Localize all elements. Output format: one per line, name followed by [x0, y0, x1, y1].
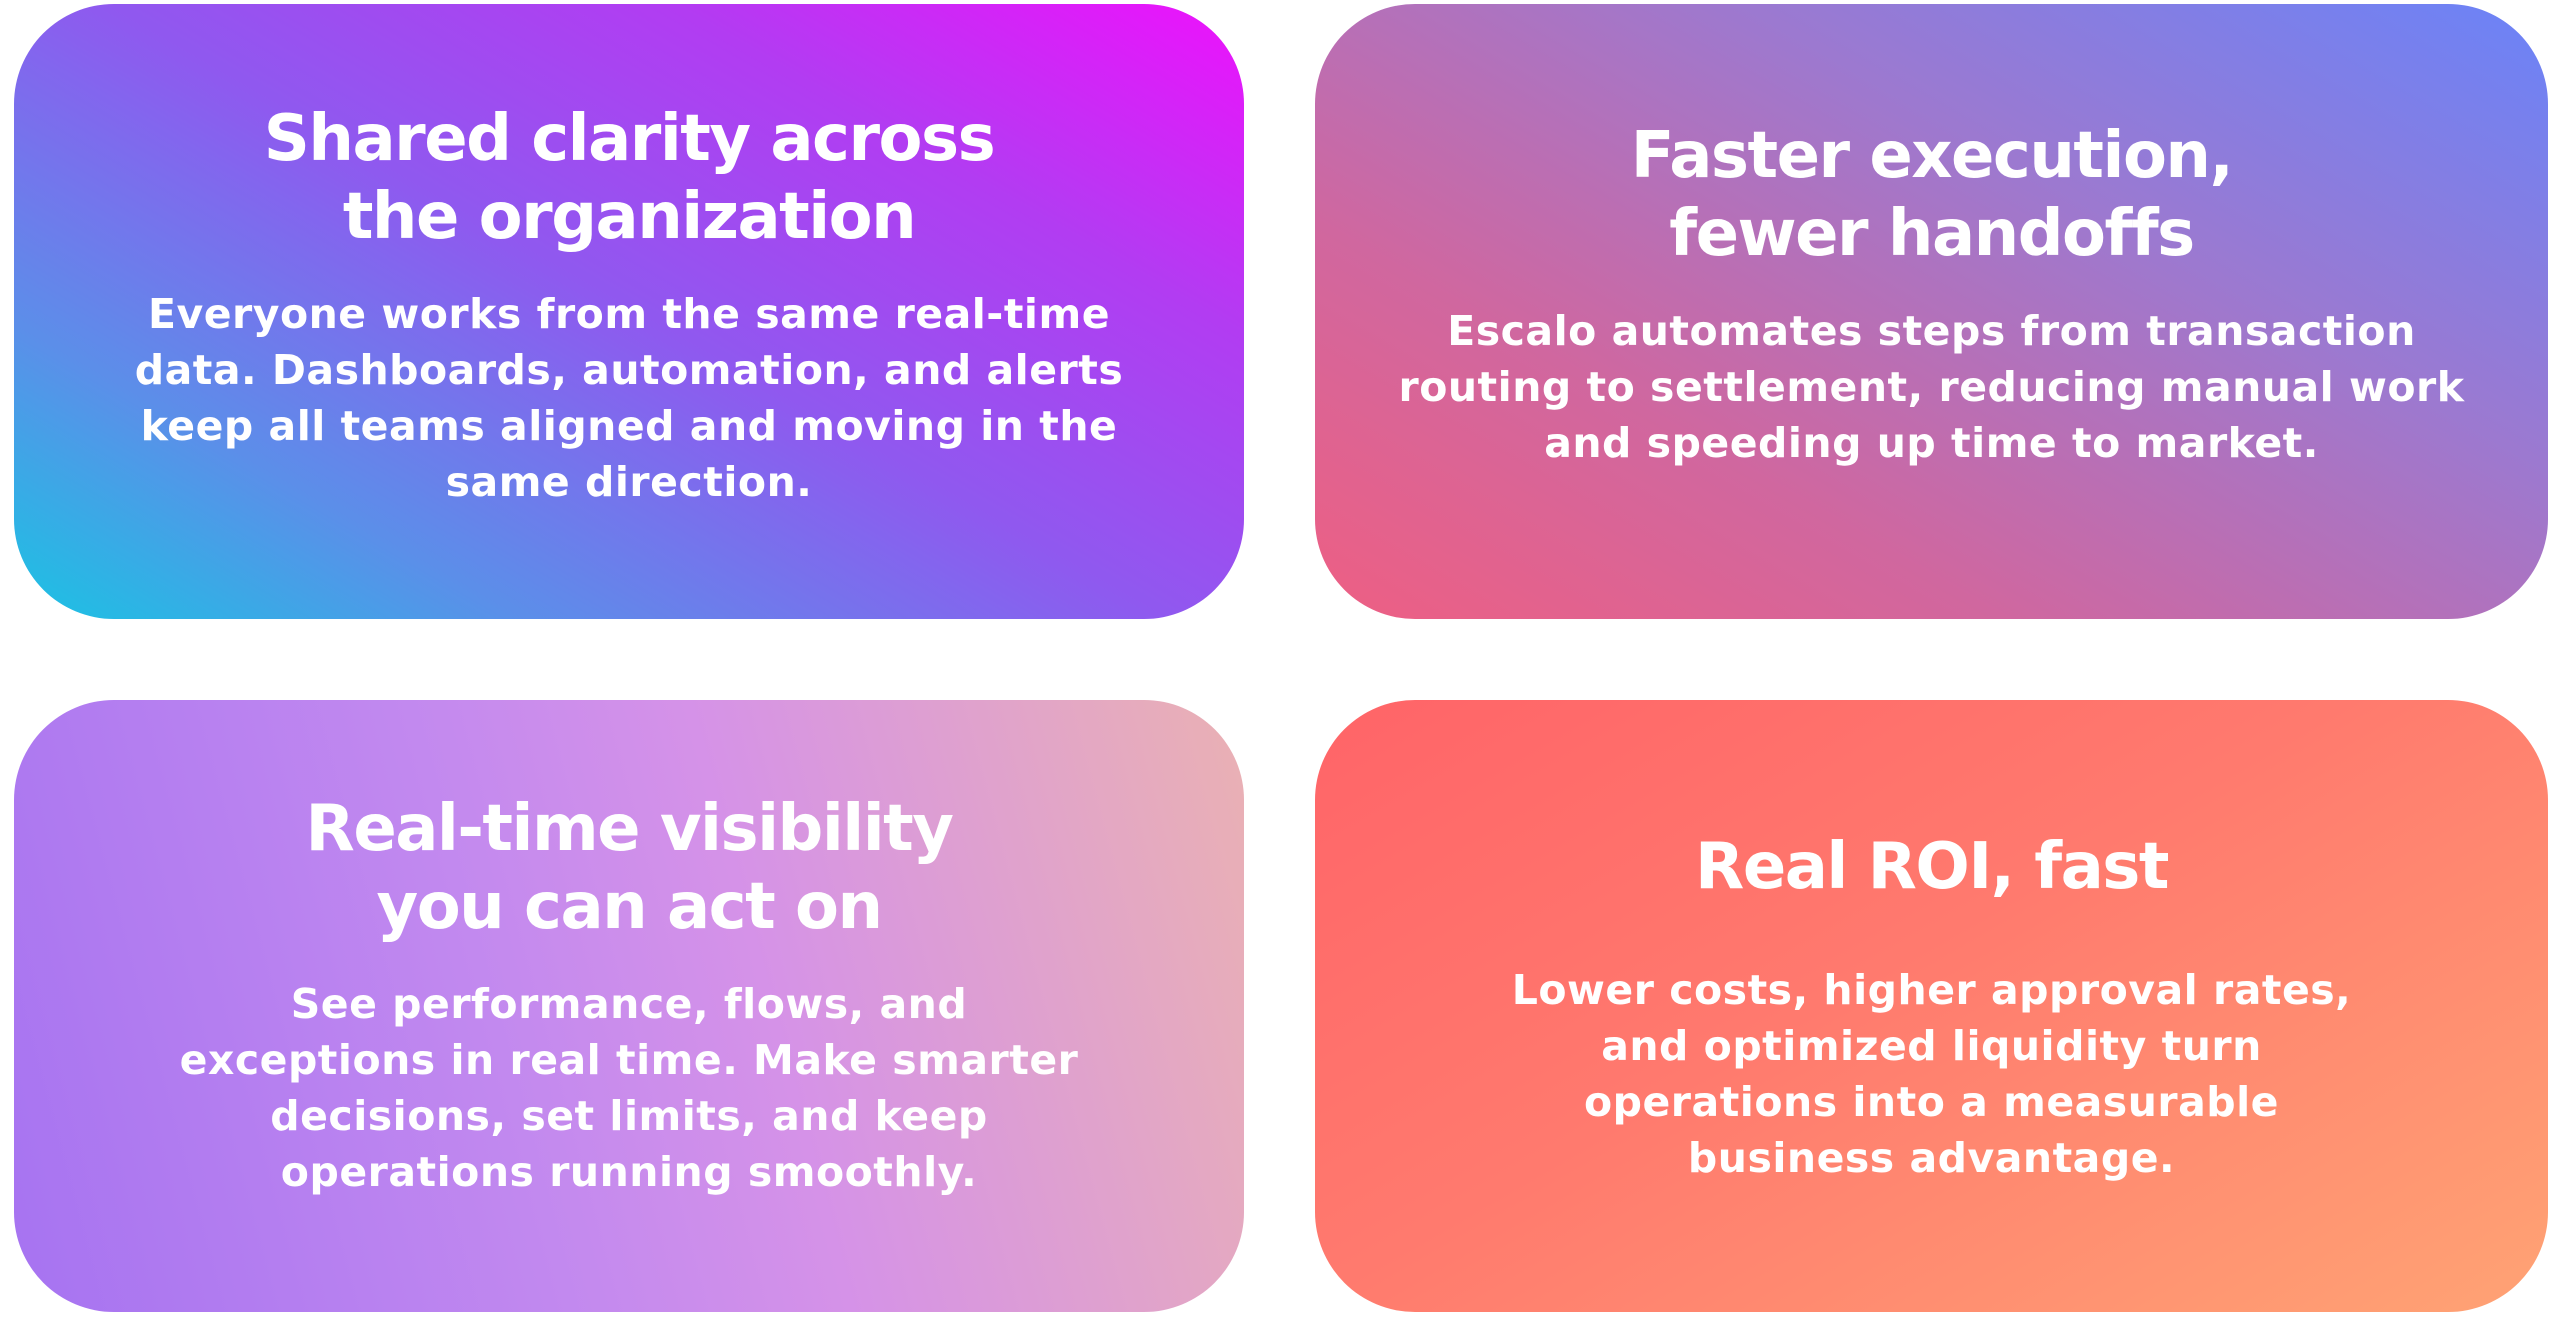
benefit-card-real-time-visibility: Real-time visibility you can act on See …	[14, 700, 1244, 1312]
benefit-card-faster-execution: Faster execution, fewer handoffs Escalo …	[1315, 4, 2548, 619]
card-description: Everyone works from the same real-time d…	[134, 290, 1124, 506]
benefit-card-real-roi: Real ROI, fast Lower costs, higher appro…	[1315, 700, 2548, 1312]
card-title-line: Real ROI, fast	[1695, 830, 2169, 904]
card-title: Real ROI, fast	[1452, 828, 2412, 906]
card-title-line: the organization	[342, 180, 917, 254]
card-description: See performance, flows, and exceptions i…	[179, 980, 1079, 1196]
card-title-line: Faster execution,	[1630, 119, 2234, 193]
card-description: Escalo automates steps from transaction …	[1398, 307, 2465, 467]
card-title-line: Real-time visibility	[305, 792, 954, 866]
card-title: Faster execution, fewer handoffs	[1452, 117, 2412, 273]
card-title: Real-time visibility you can act on	[149, 790, 1109, 946]
card-title: Shared clarity across the organization	[149, 100, 1109, 256]
card-title-line: you can act on	[376, 870, 883, 944]
card-title-line: fewer handoffs	[1669, 197, 2195, 271]
card-title-line: Shared clarity across	[263, 102, 996, 176]
card-description: Lower costs, higher approval rates, and …	[1511, 966, 2352, 1182]
benefit-card-shared-clarity: Shared clarity across the organization E…	[14, 4, 1244, 619]
